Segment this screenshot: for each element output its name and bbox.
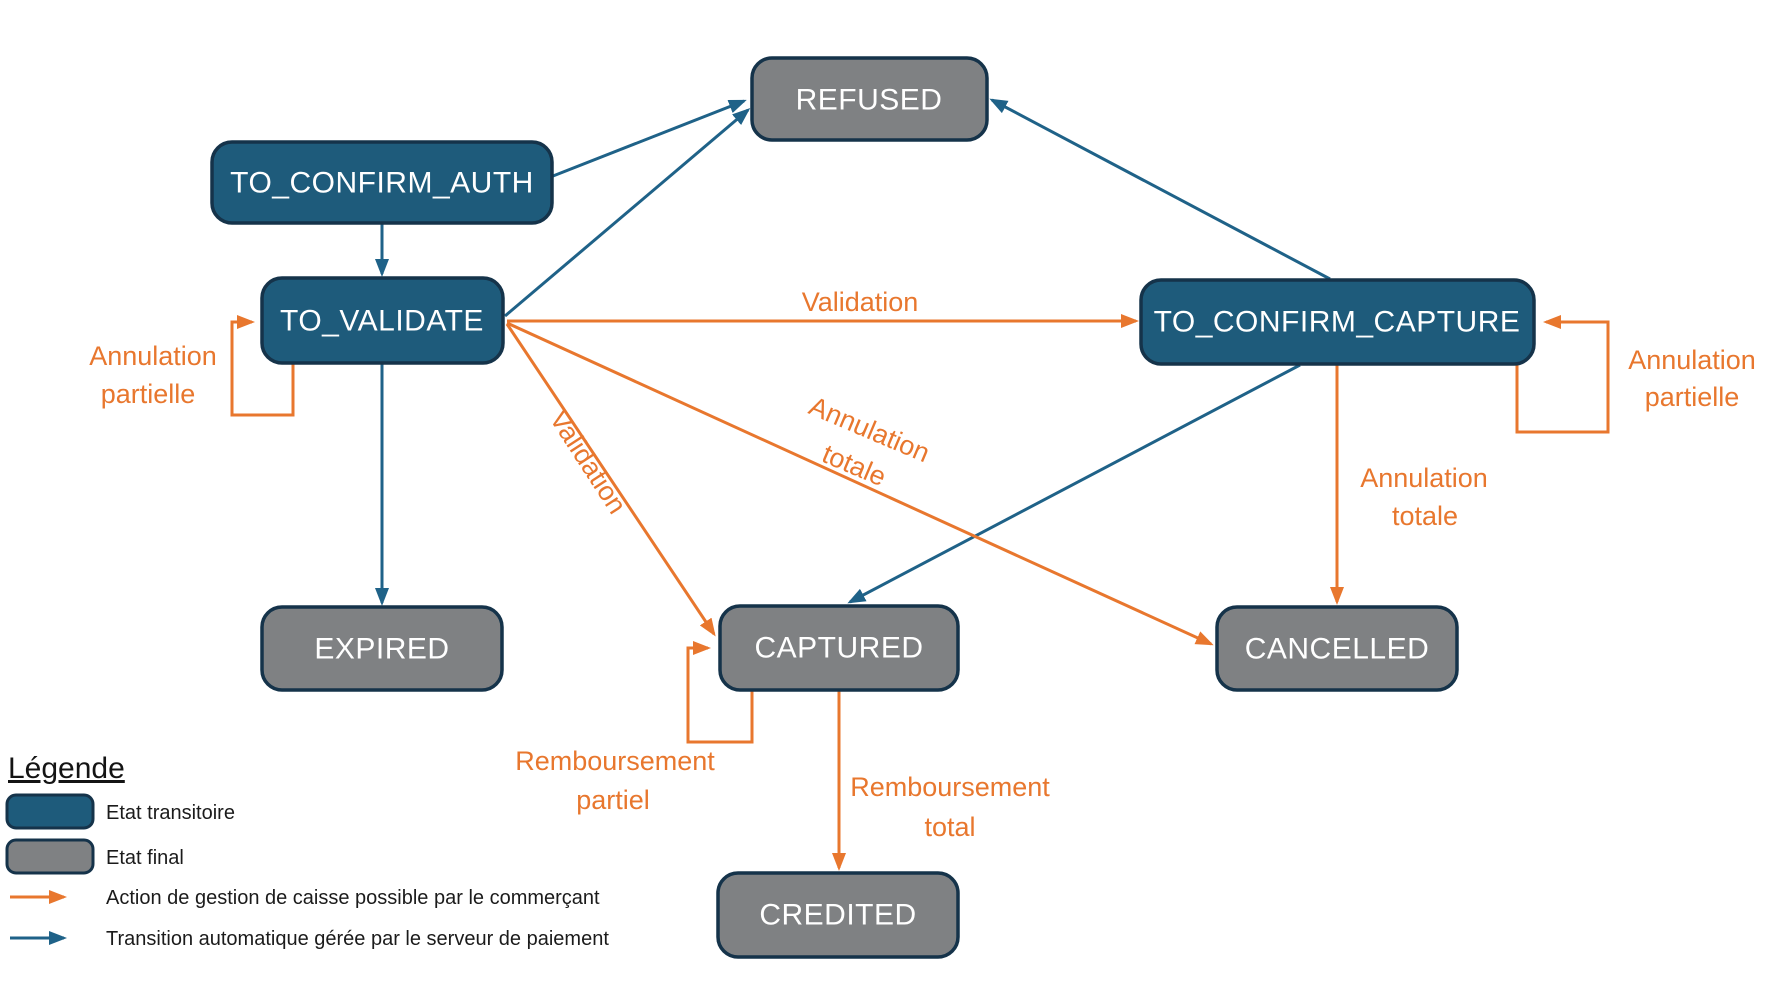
edge-label-remboursement-partiel-line1: Remboursement: [515, 746, 715, 776]
legend-item-auto-transition-label: Transition automatique gérée par le serv…: [106, 928, 609, 950]
edge-label-remboursement-total-line2: total: [924, 812, 975, 842]
final-state-swatch: [5, 838, 95, 875]
legend: Légende Etat transitoire Etat final Acti…: [5, 752, 609, 950]
edge-validate-to-refused: [504, 108, 751, 318]
state-refused: REFUSED: [750, 56, 989, 142]
state-label-to-confirm-auth: TO_CONFIRM_AUTH: [230, 167, 534, 200]
edge-label-remboursement-partiel-line2: partiel: [576, 785, 650, 815]
edge-label-annulation-partielle-right-line2: partielle: [1645, 382, 1740, 412]
edge-annulation-totale-validate-to-cancelled: [506, 321, 1214, 646]
state-label-to-validate: TO_VALIDATE: [280, 305, 484, 338]
state-to-validate: TO_VALIDATE: [260, 276, 505, 365]
edge-label-validation-diagonal-text: Validation: [544, 405, 633, 519]
legend-item-final-label: Etat final: [106, 847, 184, 869]
edge-label-annulation-partielle-left-line1: Annulation: [89, 341, 217, 371]
edge-capture-to-refused: [989, 98, 1331, 281]
state-box-expired: [260, 605, 504, 692]
state-box-cancelled: [1215, 605, 1459, 692]
legend-item-transient-label: Etat transitoire: [106, 802, 235, 824]
state-to-confirm-capture: TO_CONFIRM_CAPTURE: [1139, 278, 1536, 366]
state-box-captured: [718, 604, 960, 692]
state-to-confirm-auth: TO_CONFIRM_AUTH: [210, 140, 554, 225]
state-box-to-confirm-capture: [1139, 278, 1536, 366]
state-label-expired: EXPIRED: [314, 633, 449, 666]
state-label-captured: CAPTURED: [754, 632, 923, 665]
edge-validation-validate-to-captured: [505, 323, 716, 637]
edge-label-annulation-totale-right-line2: totale: [1392, 501, 1458, 531]
state-box-to-confirm-auth: [210, 140, 554, 225]
edge-label-validation-diagonal: Validation: [544, 405, 633, 519]
legend-title: Légende: [8, 752, 125, 785]
edge-selfloop-capture-annulation-partielle: [1515, 315, 1610, 434]
state-label-credited: CREDITED: [759, 899, 916, 932]
edge-auth-to-refused: [552, 99, 747, 178]
state-expired: EXPIRED: [260, 605, 504, 692]
state-label-to-confirm-capture: TO_CONFIRM_CAPTURE: [1154, 306, 1521, 339]
edge-label-validation: Validation: [802, 287, 919, 317]
edge-label-remboursement-total-line1: Remboursement: [850, 772, 1050, 802]
edge-label-annulation-partielle-right-line1: Annulation: [1628, 345, 1756, 375]
state-box-refused: [750, 56, 989, 142]
edge-selfloop-validate-annulation-partielle: [230, 315, 295, 417]
state-label-cancelled: CANCELLED: [1245, 633, 1430, 666]
state-captured: CAPTURED: [718, 604, 960, 692]
edge-capture-to-captured: [847, 363, 1301, 604]
edge-label-annulation-totale: Annulation totale: [805, 391, 934, 492]
state-box-credited: [716, 871, 960, 959]
state-label-refused: REFUSED: [796, 84, 943, 117]
state-box-to-validate: [260, 276, 505, 365]
legend-item-merchant-action-label: Action de gestion de caisse possible par…: [106, 887, 600, 909]
transient-state-swatch: [5, 793, 95, 830]
edge-label-annulation-partielle-left-line2: partielle: [101, 379, 196, 409]
edge-label-annulation-totale-right-line1: Annulation: [1360, 463, 1488, 493]
state-credited: CREDITED: [716, 871, 960, 959]
state-cancelled: CANCELLED: [1215, 605, 1459, 692]
edge-selfloop-captured-remboursement-partiel: [686, 641, 754, 744]
